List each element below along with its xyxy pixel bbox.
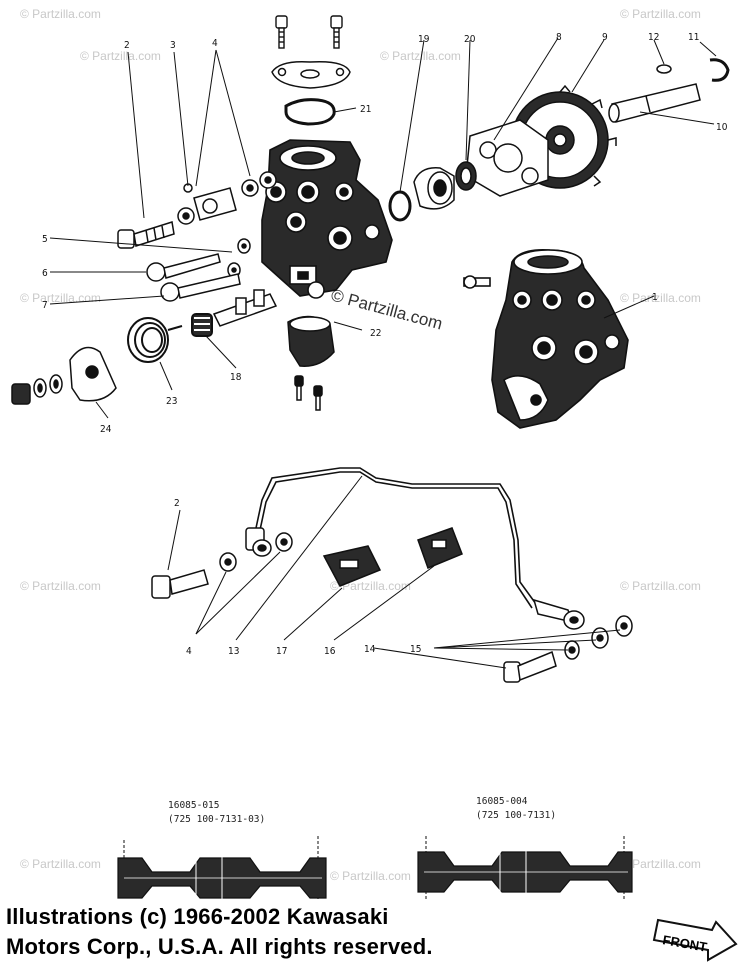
- callout-8: 8: [556, 32, 562, 43]
- union-washers-left: [219, 532, 293, 572]
- lower-cover-and-screws: [287, 315, 335, 411]
- watermark: © Partzilla.com: [20, 857, 101, 871]
- callout-16: 16: [324, 646, 336, 657]
- callout-12: 12: [648, 32, 659, 43]
- shaft-seal: [455, 161, 477, 191]
- template-right-part-number: 16085-004: [476, 796, 528, 807]
- callout-13: 13: [228, 646, 239, 657]
- callout-3: 3: [170, 40, 176, 51]
- watermark-center: © Partzilla.com: [329, 286, 445, 334]
- cover-screws: [275, 15, 343, 49]
- watermark: © Partzilla.com: [380, 49, 461, 63]
- pump-cover-plate: [271, 60, 351, 89]
- pipe-template-right: 16085-004 (725 100-7131): [417, 796, 633, 900]
- callout-18: 18: [230, 372, 242, 383]
- callout-2: 2: [174, 498, 180, 509]
- o-ring: [388, 190, 412, 222]
- callout-1: 1: [652, 292, 658, 303]
- watermark: © Partzilla.com: [330, 869, 411, 883]
- callout-23: 23: [166, 396, 177, 407]
- watermark: © Partzilla.com: [80, 49, 161, 63]
- watermark: © Partzilla.com: [620, 857, 701, 871]
- oil-delivery-pipe: [255, 467, 537, 609]
- callout-17: 17: [276, 646, 287, 657]
- callout-9: 9: [602, 32, 608, 43]
- plunger-spring: [191, 313, 213, 337]
- callout-14: 14: [364, 644, 376, 655]
- callout-10: 10: [716, 122, 728, 133]
- copyright-line-1: Illustrations (c) 1966-2002 Kawasaki: [6, 904, 389, 929]
- union-washers-right: [564, 615, 633, 660]
- cover-gasket: [284, 98, 336, 126]
- pump-drive-shaft: [608, 83, 701, 123]
- pipe-banjo-fitting-right: [532, 598, 585, 630]
- callout-7: 7: [42, 300, 48, 311]
- template-right-reference: (725 100-7131): [476, 810, 556, 821]
- plunger: [212, 289, 278, 327]
- banjo-bolt: [117, 221, 175, 249]
- bushing: [413, 167, 455, 210]
- callout-22: 22: [370, 328, 381, 339]
- copyright-line-2: Motors Corp., U.S.A. All rights reserved…: [6, 934, 433, 959]
- oil-pump-assembly: [463, 248, 629, 429]
- long-screws: [146, 253, 241, 302]
- callout-5: 5: [42, 234, 48, 245]
- watermark: © Partzilla.com: [620, 579, 701, 593]
- nut-and-washers: [11, 374, 63, 405]
- circlip: [709, 58, 730, 82]
- watermark: © Partzilla.com: [620, 291, 701, 305]
- bleeder-banjo: [183, 183, 237, 221]
- callout-4: 4: [212, 38, 218, 49]
- template-left-reference: (725 100-7131-03): [168, 814, 265, 825]
- watermark: © Partzilla.com: [20, 7, 101, 21]
- return-spring: [127, 317, 183, 363]
- callout-24: 24: [100, 424, 112, 435]
- watermark: © Partzilla.com: [620, 7, 701, 21]
- callout-4: 4: [186, 646, 192, 657]
- gear-mounting-plate: [465, 119, 549, 197]
- washers: [177, 171, 277, 278]
- shaft-pin: [656, 64, 672, 74]
- pipe-grommets: [322, 527, 463, 587]
- front-direction-arrow: FRONT: [652, 918, 738, 962]
- oil-pump-body-exploded: [261, 139, 393, 299]
- union-bolt-right: [503, 650, 557, 683]
- watermark: © Partzilla.com: [20, 579, 101, 593]
- union-bolt-left: [151, 569, 209, 599]
- callout-15: 15: [410, 644, 421, 655]
- callout-20: 20: [464, 34, 476, 45]
- callout-6: 6: [42, 268, 48, 279]
- template-left-part-number: 16085-015: [168, 800, 219, 811]
- pipe-banjo-fitting-left: [245, 527, 272, 557]
- callout-2: 2: [124, 40, 130, 51]
- callout-11: 11: [688, 32, 699, 43]
- callout-numbers: 1 2 2 3 4 4 5 6 7 8 9 10 11 12 13 14 15 …: [42, 32, 728, 657]
- pump-lever: [69, 346, 117, 402]
- callout-21: 21: [360, 104, 371, 115]
- pipe-template-left: 16085-015 (725 100-7131-03): [117, 800, 327, 900]
- leader-lines: [49, 37, 717, 669]
- callout-19: 19: [418, 34, 430, 45]
